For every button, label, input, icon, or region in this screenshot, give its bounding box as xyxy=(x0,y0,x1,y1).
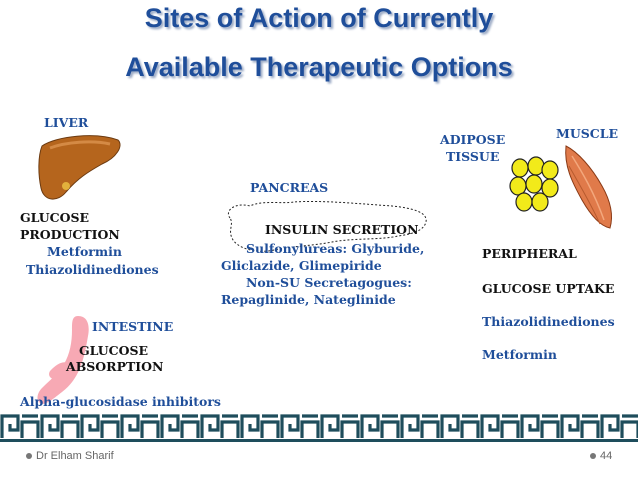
pancreas-icon xyxy=(228,200,427,252)
pancreas-drug-line1: Sulfonylureas: Glyburide, xyxy=(246,241,425,256)
pancreas-drug-line2: Gliclazide, Glimepiride xyxy=(221,258,382,273)
intestine-effect-line1: GLUCOSE xyxy=(79,343,149,358)
footer-author-text: Dr Elham Sharif xyxy=(36,450,114,462)
footer-page: 44 xyxy=(590,450,612,462)
pancreas-label: PANCREAS xyxy=(250,180,329,195)
liver-label: LIVER xyxy=(44,115,89,130)
peripheral-effect-line1: PERIPHERAL xyxy=(482,246,577,261)
pancreas-drug-line4: Repaglinide, Nateglinide xyxy=(221,292,396,307)
intestine-effect-line2: ABSORPTION xyxy=(66,359,164,374)
peripheral-drug-tzd: Thiazolidinediones xyxy=(482,314,615,329)
peripheral-drug-metformin: Metformin xyxy=(482,347,557,362)
slide-title-line1: Sites of Action of Currently xyxy=(144,3,494,33)
liver-icon xyxy=(38,135,121,200)
footer-page-number: 44 xyxy=(600,450,613,462)
decorative-band xyxy=(0,412,638,442)
peripheral-effect-line2: GLUCOSE UPTAKE xyxy=(482,281,615,296)
muscle-icon xyxy=(565,145,613,229)
liver-drug-metformin: Metformin xyxy=(47,244,122,259)
intestine-icon xyxy=(37,316,89,404)
intestine-drug: Alpha-glucosidase inhibitors xyxy=(20,394,221,409)
muscle-label: MUSCLE xyxy=(556,126,619,141)
adipose-label-line1: ADIPOSE xyxy=(440,132,506,147)
adipose-label-line2: TISSUE xyxy=(446,149,500,164)
footer-author: Dr Elham Sharif xyxy=(26,450,114,462)
pancreas-effect: INSULIN SECRETION xyxy=(265,222,419,237)
slide-title-line2: Available Therapeutic Options xyxy=(125,52,513,82)
bullet-icon xyxy=(26,453,32,460)
adipose-tissue-icon xyxy=(509,156,559,212)
intestine-label: INTESTINE xyxy=(92,319,174,334)
pancreas-drug-line3: Non-SU Secretagogues: xyxy=(246,275,412,290)
liver-effect-line2: PRODUCTION xyxy=(20,227,120,242)
liver-effect-line1: GLUCOSE xyxy=(20,210,90,225)
liver-drug-tzd: Thiazolidinediones xyxy=(26,262,159,277)
bullet-icon xyxy=(590,453,596,460)
